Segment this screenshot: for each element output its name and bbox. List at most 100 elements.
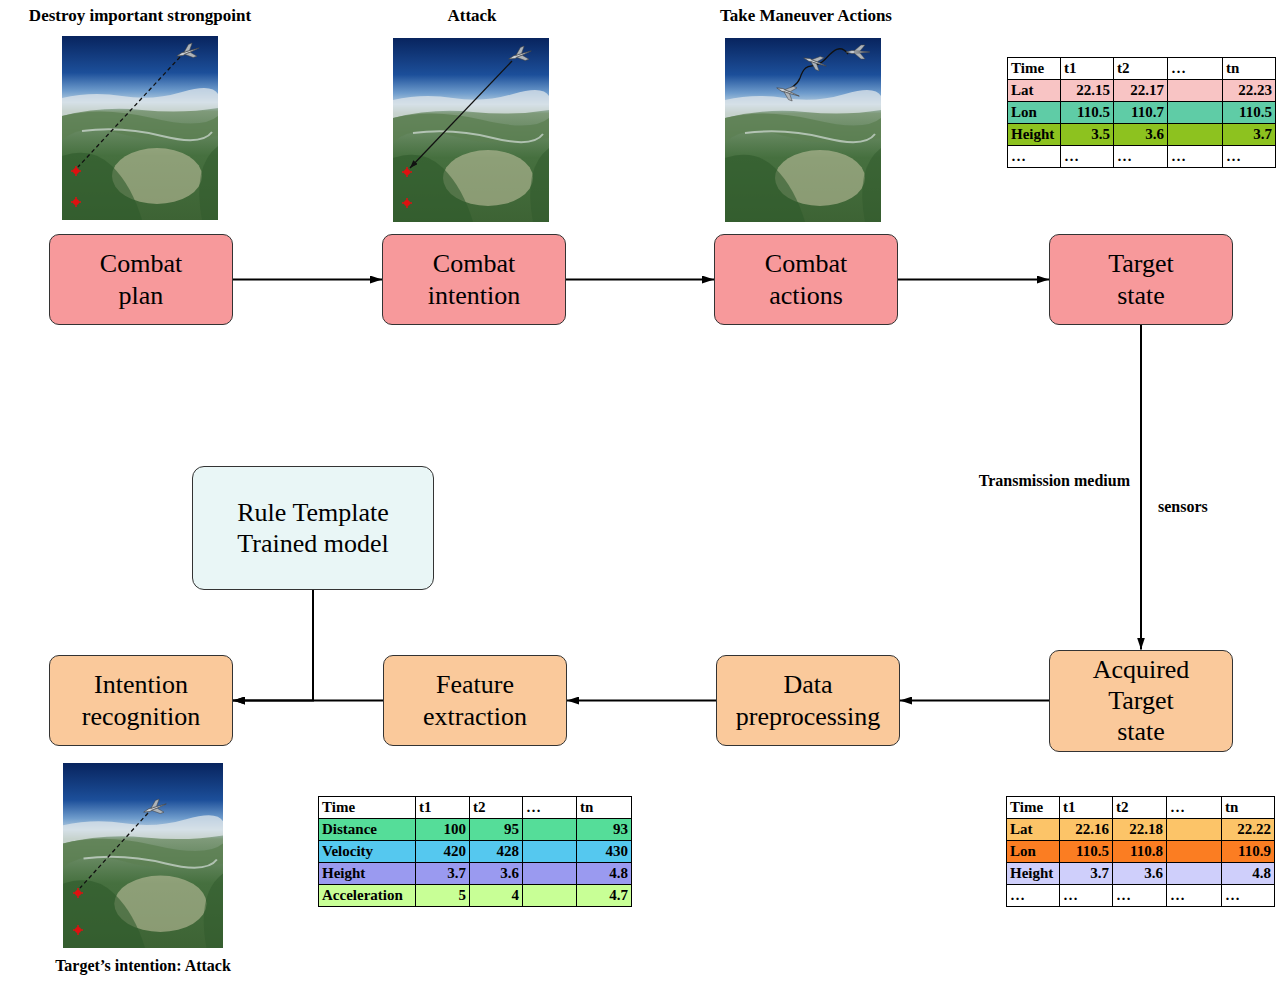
table-text: 3.7 — [416, 863, 469, 883]
table-cell: t2 — [1112, 796, 1167, 819]
table-cell: t1 — [1060, 57, 1114, 80]
table-text: t2 — [470, 797, 522, 817]
table-text: 3.6 — [1113, 863, 1166, 883]
table-cell: 4.7 — [576, 884, 632, 907]
table-text: Time — [1008, 58, 1060, 78]
table-text: t1 — [416, 797, 469, 817]
box-label: Data preprocessing — [728, 669, 888, 731]
table-cell: 22.18 — [1112, 818, 1167, 841]
table-cell: tn — [576, 796, 632, 819]
channel-label: Transmission medium — [925, 471, 1130, 491]
table-text: Acceleration — [319, 885, 415, 905]
table-text: tn — [1223, 58, 1275, 78]
table-text: 110.7 — [1114, 102, 1167, 122]
table-cell: 3.7 — [415, 862, 470, 885]
table-cell: 95 — [469, 818, 523, 841]
table-cell — [1167, 79, 1223, 102]
table-cell: 4 — [469, 884, 523, 907]
table-text: 4 — [470, 885, 522, 905]
flow-arrow — [567, 700, 716, 702]
table-text: t1 — [1061, 58, 1113, 78]
table-cell: t1 — [415, 796, 470, 819]
flow-arrow — [900, 700, 1049, 702]
scene-picture — [725, 38, 881, 222]
flow-arrow — [1140, 325, 1142, 650]
table-text: … — [1061, 146, 1113, 166]
table-cell: Height — [1007, 123, 1061, 146]
flow-arrow — [233, 700, 383, 702]
table-cell: 22.17 — [1113, 79, 1168, 102]
table-cell: 5 — [415, 884, 470, 907]
table-text: tn — [1222, 797, 1274, 817]
table-cell: … — [1221, 884, 1275, 907]
table-cell: 3.6 — [469, 862, 523, 885]
table-cell: 110.5 — [1059, 840, 1113, 863]
table-text: 4.8 — [1222, 863, 1274, 883]
table-text: … — [1008, 146, 1060, 166]
table-text: Time — [1007, 797, 1059, 817]
table-cell: 3.5 — [1060, 123, 1114, 146]
table-cell: 22.16 — [1059, 818, 1113, 841]
table-text: … — [1168, 58, 1222, 78]
table-cell — [1166, 818, 1222, 841]
table-text: t1 — [1060, 797, 1112, 817]
table-cell: … — [1166, 884, 1222, 907]
table-cell: 110.8 — [1112, 840, 1167, 863]
table-cell: … — [1113, 145, 1168, 168]
table-text: … — [1168, 146, 1222, 166]
table-cell: … — [1166, 796, 1222, 819]
table-text: 110.5 — [1061, 102, 1113, 122]
table-cell: 3.6 — [1112, 862, 1167, 885]
table-cell: t1 — [1059, 796, 1113, 819]
table-cell: Height — [1006, 862, 1060, 885]
box-label: Rule Template Trained model — [213, 497, 413, 559]
table-cell — [522, 862, 577, 885]
table-text: … — [1223, 146, 1275, 166]
table-cell: … — [1060, 145, 1114, 168]
table-cell: 110.5 — [1060, 101, 1114, 124]
table-cell: 3.7 — [1059, 862, 1113, 885]
table-text: 3.6 — [470, 863, 522, 883]
box-label: Combat intention — [414, 248, 534, 310]
table-text: Lat — [1007, 819, 1059, 839]
scene-picture — [393, 38, 549, 222]
step-heading: Take Maneuver Actions — [656, 5, 956, 27]
table-text: 22.17 — [1114, 80, 1167, 100]
table-text: Lon — [1008, 102, 1060, 122]
table-cell: t2 — [1113, 57, 1168, 80]
box-label: Acquired Target state — [1086, 654, 1196, 748]
step-heading: Destroy important strongpoint — [5, 5, 275, 27]
table-cell: Velocity — [318, 840, 416, 863]
table-cell: 110.7 — [1113, 101, 1168, 124]
table-cell — [522, 884, 577, 907]
table-text: Time — [319, 797, 415, 817]
table-text: 420 — [416, 841, 469, 861]
process-box: Acquired Target state — [1049, 650, 1233, 752]
table-text: … — [523, 797, 576, 817]
table-text: 430 — [577, 841, 631, 861]
box-label: Intention recognition — [66, 669, 216, 731]
table-text: 22.18 — [1113, 819, 1166, 839]
result-label: Target’s intention: Attack — [53, 955, 233, 976]
table-cell: Time — [318, 796, 416, 819]
table-text: tn — [577, 797, 631, 817]
flow-arrow — [233, 279, 382, 281]
table-text: … — [1114, 146, 1167, 166]
table-cell: tn — [1221, 796, 1275, 819]
table-cell: 4.8 — [576, 862, 632, 885]
flow-arrow — [233, 590, 313, 701]
table-cell: 22.23 — [1222, 79, 1276, 102]
table-text: 110.9 — [1222, 841, 1274, 861]
table-cell: Height — [318, 862, 416, 885]
process-box: Data preprocessing — [716, 655, 900, 746]
table-text: … — [1222, 885, 1274, 905]
table-text: t2 — [1113, 797, 1166, 817]
table-text: 22.16 — [1060, 819, 1112, 839]
table-cell: 100 — [415, 818, 470, 841]
table-text: Height — [1007, 863, 1059, 883]
model-box: Rule Template Trained model — [192, 466, 434, 590]
table-cell: … — [1222, 145, 1276, 168]
table-cell: Lat — [1007, 79, 1061, 102]
table-text: 22.22 — [1222, 819, 1274, 839]
table-text: 110.5 — [1060, 841, 1112, 861]
